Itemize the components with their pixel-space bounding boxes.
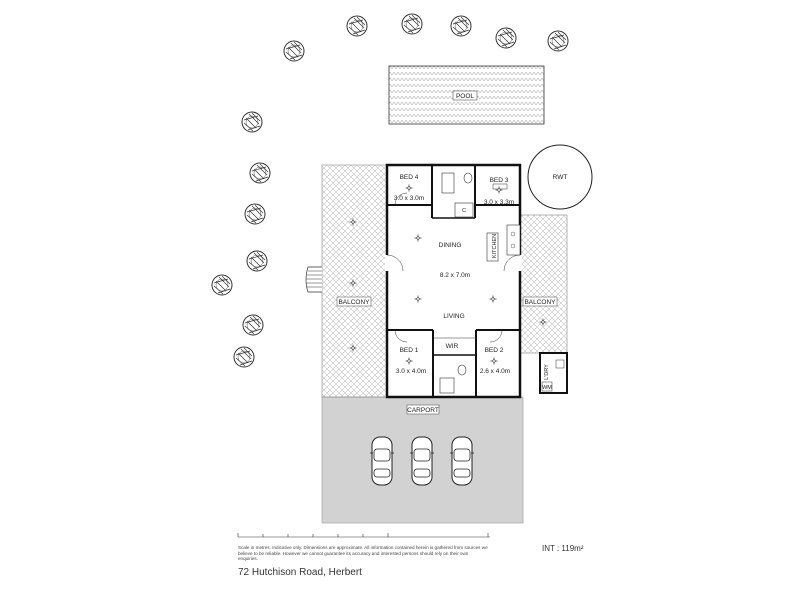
- house: C BED 4 3.0 x 3.0m BED 3 3.0 x 3.3m KITC…: [385, 163, 522, 399]
- tree-icon: [495, 27, 517, 49]
- bed2-label: BED 2: [485, 347, 504, 354]
- bed3-label: BED 3: [490, 177, 509, 184]
- bed4-size: 3.0 x 3.0m: [394, 195, 424, 202]
- balcony-right-label: BALCONY: [524, 299, 556, 306]
- internal-area: INT : 119m²: [542, 544, 584, 553]
- tree-icon: [283, 40, 305, 62]
- tree-icon: [244, 203, 266, 225]
- tree-icon: [246, 250, 268, 272]
- bed1-size: 3.0 x 4.0m: [396, 368, 426, 375]
- bed3-size: 3.0 x 3.3m: [484, 199, 514, 206]
- laundry: WM L'DRY: [539, 352, 568, 394]
- rwt-label: RWT: [553, 174, 568, 181]
- carport-label: CARPORT: [407, 407, 439, 414]
- bed2-size: 2.6 x 4.0m: [480, 368, 510, 375]
- kitchen-label: KITCHEN: [492, 234, 498, 258]
- carport: [321, 396, 524, 524]
- pool-label: POOL: [456, 93, 474, 100]
- scale-bar: [237, 533, 490, 538]
- laundry-label: L'DRY: [544, 364, 550, 380]
- toilet-icon: [457, 364, 467, 376]
- shower: [439, 377, 455, 394]
- balcony-left-label: BALCONY: [338, 299, 370, 306]
- tree-icon: [249, 162, 271, 184]
- balcony-left: BALCONY: [305, 164, 388, 398]
- living-size: 8.2 x 7.0m: [440, 272, 470, 279]
- tree-icon: [241, 111, 263, 133]
- closet-label: C: [462, 208, 466, 214]
- tree-icon: [346, 15, 368, 37]
- bathtub: [441, 172, 455, 194]
- wir-label: WIR: [446, 343, 459, 350]
- living-label: LIVING: [443, 313, 464, 320]
- bed1-label: BED 1: [400, 347, 419, 354]
- toilet-icon: [463, 172, 473, 184]
- tree-icon: [211, 274, 233, 296]
- tree-icon: [401, 13, 423, 35]
- kitchen-island: [486, 232, 499, 262]
- tree-icon: [233, 346, 255, 368]
- tree-icon: [242, 314, 264, 336]
- balcony-right: BALCONY: [519, 214, 568, 354]
- car-icon: [369, 436, 395, 486]
- tree-icon: [450, 15, 472, 37]
- disclaimer: Scale in metres. Indicative only. Dimens…: [238, 545, 488, 562]
- property-address: 72 Hutchison Road, Herbert: [238, 567, 362, 578]
- rainwater-tank: [527, 144, 593, 210]
- tree-icon: [547, 30, 569, 52]
- stairs: [305, 266, 322, 293]
- car-icon: [409, 436, 435, 486]
- car-icon: [449, 436, 475, 486]
- kitchen-bench: [506, 224, 521, 256]
- bed4-label: BED 4: [400, 174, 419, 181]
- wm-label: WM: [542, 385, 552, 391]
- dining-label: DINING: [439, 242, 462, 249]
